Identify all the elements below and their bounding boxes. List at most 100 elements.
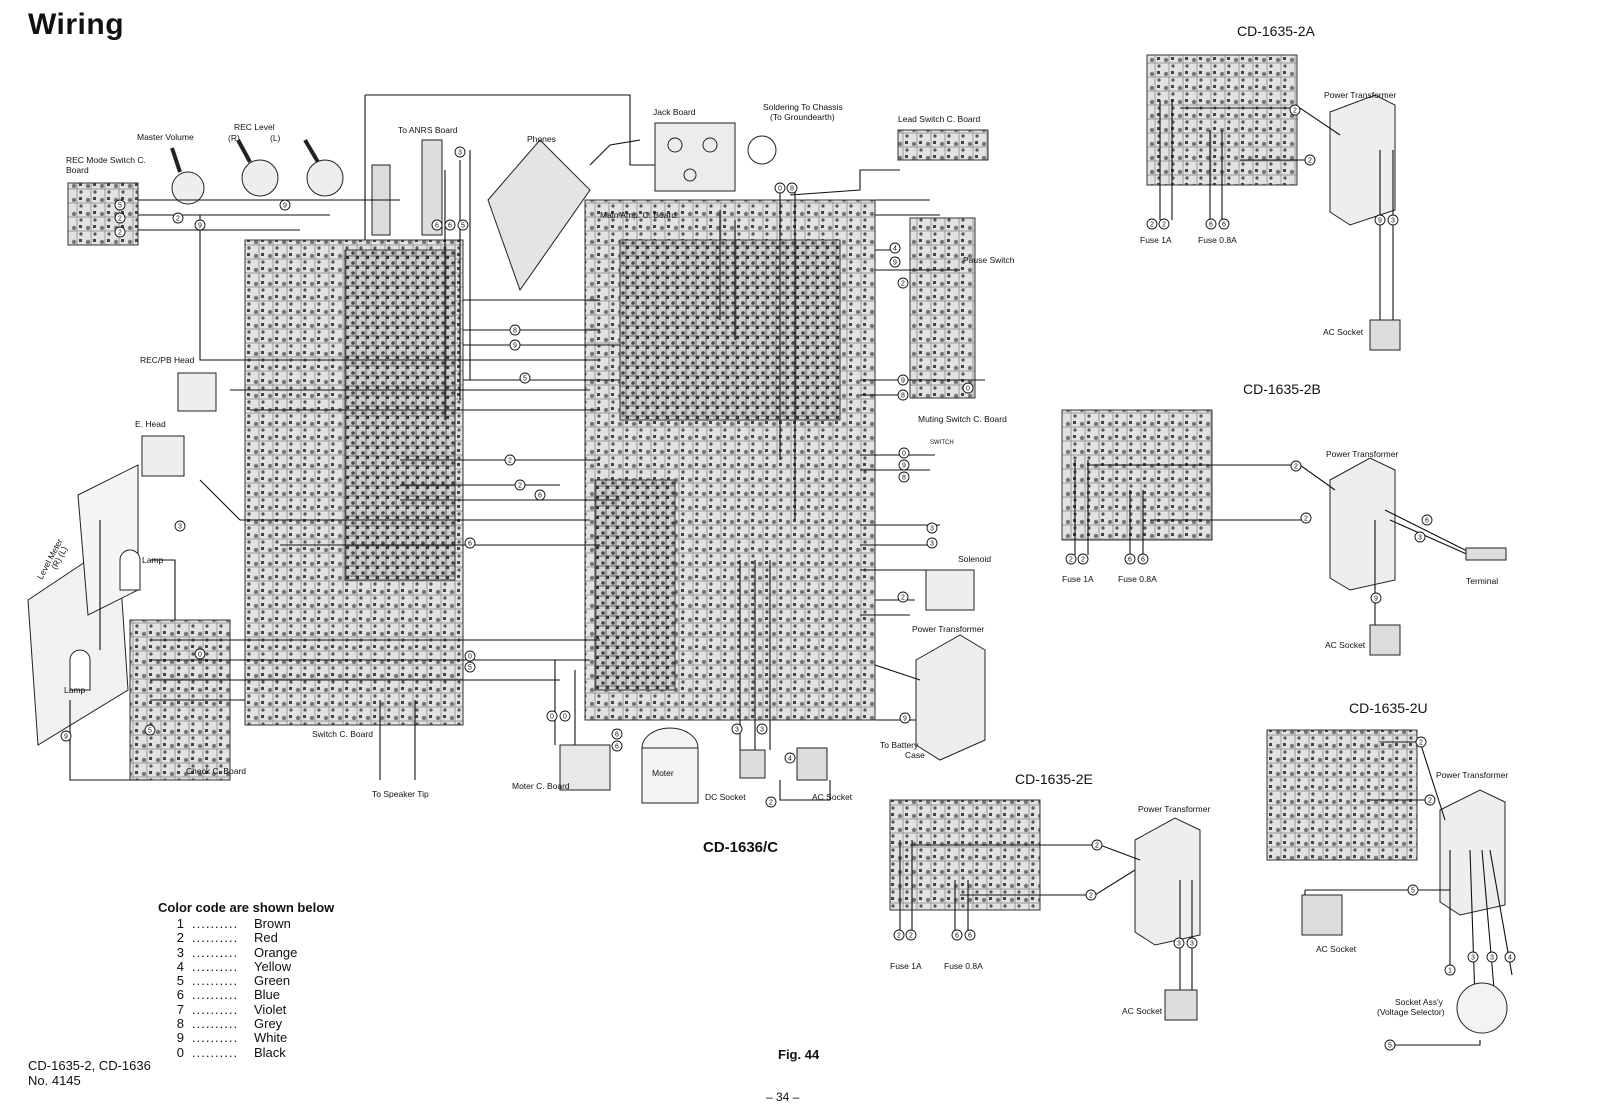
lead-switch-label: Lead Switch C. Board	[898, 114, 980, 124]
legend-row: 7..........Violet	[158, 1001, 334, 1017]
svg-text:3: 3	[1190, 941, 1194, 948]
svg-text:9: 9	[893, 260, 897, 267]
svg-text:6: 6	[538, 493, 542, 500]
svg-text:2: 2	[1294, 464, 1298, 471]
svg-text:2: 2	[1304, 516, 1308, 523]
svg-text:6: 6	[1141, 557, 1145, 564]
legend-row: 8..........Grey	[158, 1016, 334, 1032]
svg-text:0: 0	[902, 451, 906, 458]
figure-label: Fig. 44	[778, 1047, 820, 1062]
variant-2e-transformer-label: Power Transformer	[1138, 804, 1210, 814]
legend-row: 2..........Red	[158, 930, 334, 946]
master-volume-label: Master Volume	[137, 132, 194, 142]
legend-dots: ..........	[192, 944, 239, 960]
rec-level-label: REC Level	[234, 122, 275, 132]
svg-text:4: 4	[1508, 955, 1512, 962]
svg-text:1: 1	[1448, 968, 1452, 975]
svg-text:6: 6	[468, 541, 472, 548]
svg-text:3: 3	[1177, 941, 1181, 948]
variant-2b-title: CD-1635-2B	[1243, 381, 1321, 397]
svg-text:0: 0	[550, 714, 554, 721]
anrs-connector	[371, 139, 443, 236]
variant-2u-transformer-label: Power Transformer	[1436, 770, 1508, 780]
svg-text:3: 3	[930, 541, 934, 548]
heads	[141, 372, 217, 477]
svg-text:8: 8	[513, 328, 517, 335]
svg-text:2: 2	[1081, 557, 1085, 564]
svg-text:9: 9	[513, 343, 517, 350]
variant-2b: CD-1635-2B 2 2 6 3 2 2 6 6 9 Power Trans…	[1061, 381, 1507, 656]
svg-text:6: 6	[1222, 222, 1226, 229]
svg-text:9: 9	[283, 203, 287, 210]
legend-color: Grey	[254, 1016, 283, 1032]
legend-title: Color code are shown below	[158, 900, 335, 915]
svg-text:2: 2	[518, 483, 522, 490]
legend-row: 4..........Yellow	[158, 958, 334, 974]
variant-2b-transformer-label: Power Transformer	[1326, 449, 1398, 459]
svg-text:9: 9	[903, 716, 907, 723]
svg-text:3: 3	[1490, 955, 1494, 962]
svg-text:5: 5	[461, 223, 465, 230]
jack-board-shape	[654, 122, 777, 192]
dc-socket-label: DC Socket	[705, 792, 746, 802]
svg-text:0: 0	[563, 714, 567, 721]
legend-dots: ..........	[192, 930, 239, 946]
legend-row: 0..........Black	[158, 1045, 334, 1060]
lead-switch-board	[897, 129, 989, 161]
svg-text:2: 2	[1150, 222, 1154, 229]
to-battery-label: To Battery	[880, 740, 919, 750]
svg-text:9: 9	[198, 223, 202, 230]
check-board-label: Check C. Board	[186, 766, 246, 776]
legend-code: 7	[176, 1001, 184, 1017]
svg-text:2: 2	[176, 216, 180, 223]
svg-text:9: 9	[901, 378, 905, 385]
solenoid-label: Solenoid	[958, 554, 991, 564]
volume-pots	[170, 138, 344, 205]
svg-text:2: 2	[1428, 798, 1432, 805]
variant-2e-ac-socket-label: AC Socket	[1122, 1006, 1163, 1016]
legend-dots: ..........	[192, 1030, 239, 1046]
footer-models: CD-1635-2, CD-1636 No. 4145	[28, 1058, 151, 1088]
to-speaker-label: To Speaker Tip	[372, 789, 429, 799]
svg-text:2: 2	[769, 800, 773, 807]
legend-color: White	[254, 1030, 288, 1046]
variant-2u-ac-socket-label: AC Socket	[1316, 944, 1357, 954]
svg-text:6: 6	[955, 933, 959, 940]
legend-code: 1	[176, 916, 184, 931]
variant-2u-title: CD-1635-2U	[1349, 700, 1428, 716]
footer-model-list: CD-1635-2, CD-1636	[28, 1058, 151, 1073]
svg-text:6: 6	[1209, 222, 1213, 229]
svg-text:9: 9	[902, 463, 906, 470]
e-head-label: E. Head	[135, 419, 166, 429]
model-label: CD-1636/C	[703, 839, 778, 856]
svg-text:8: 8	[790, 186, 794, 193]
svg-text:3: 3	[930, 526, 934, 533]
main-amp-c-board	[584, 199, 876, 721]
svg-text:3: 3	[458, 150, 462, 157]
svg-text:0: 0	[966, 386, 970, 393]
legend-code: 4	[176, 958, 184, 974]
svg-text:2: 2	[901, 281, 905, 288]
legend-dots: ..........	[192, 958, 239, 974]
svg-text:3: 3	[1471, 955, 1475, 962]
rec-mode-switch-label: REC Mode Switch C. Board	[66, 155, 146, 175]
dc-ac-sockets	[739, 747, 828, 781]
svg-text:2: 2	[1162, 222, 1166, 229]
rec-mode-switch-board	[67, 182, 139, 246]
legend-row: 3..........Orange	[158, 944, 334, 960]
moter-label: Moter	[652, 768, 674, 778]
svg-text:6: 6	[448, 223, 452, 230]
lamp-top-label: Lamp	[142, 555, 164, 565]
svg-text:2: 2	[118, 216, 122, 223]
variant-2a-fuse1-label: Fuse 1A	[1140, 235, 1172, 245]
svg-text:6: 6	[615, 744, 619, 751]
svg-text:3: 3	[178, 524, 182, 531]
svg-text:8: 8	[902, 475, 906, 482]
variant-2a-fuse2-label: Fuse 0.8A	[1198, 235, 1237, 245]
to-anrs-label: To ANRS Board	[398, 125, 458, 135]
variant-2a-ac-socket-label: AC Socket	[1323, 327, 1364, 337]
switch-tag-label: SWITCH	[930, 440, 954, 446]
variant-2a-title: CD-1635-2A	[1237, 23, 1315, 39]
